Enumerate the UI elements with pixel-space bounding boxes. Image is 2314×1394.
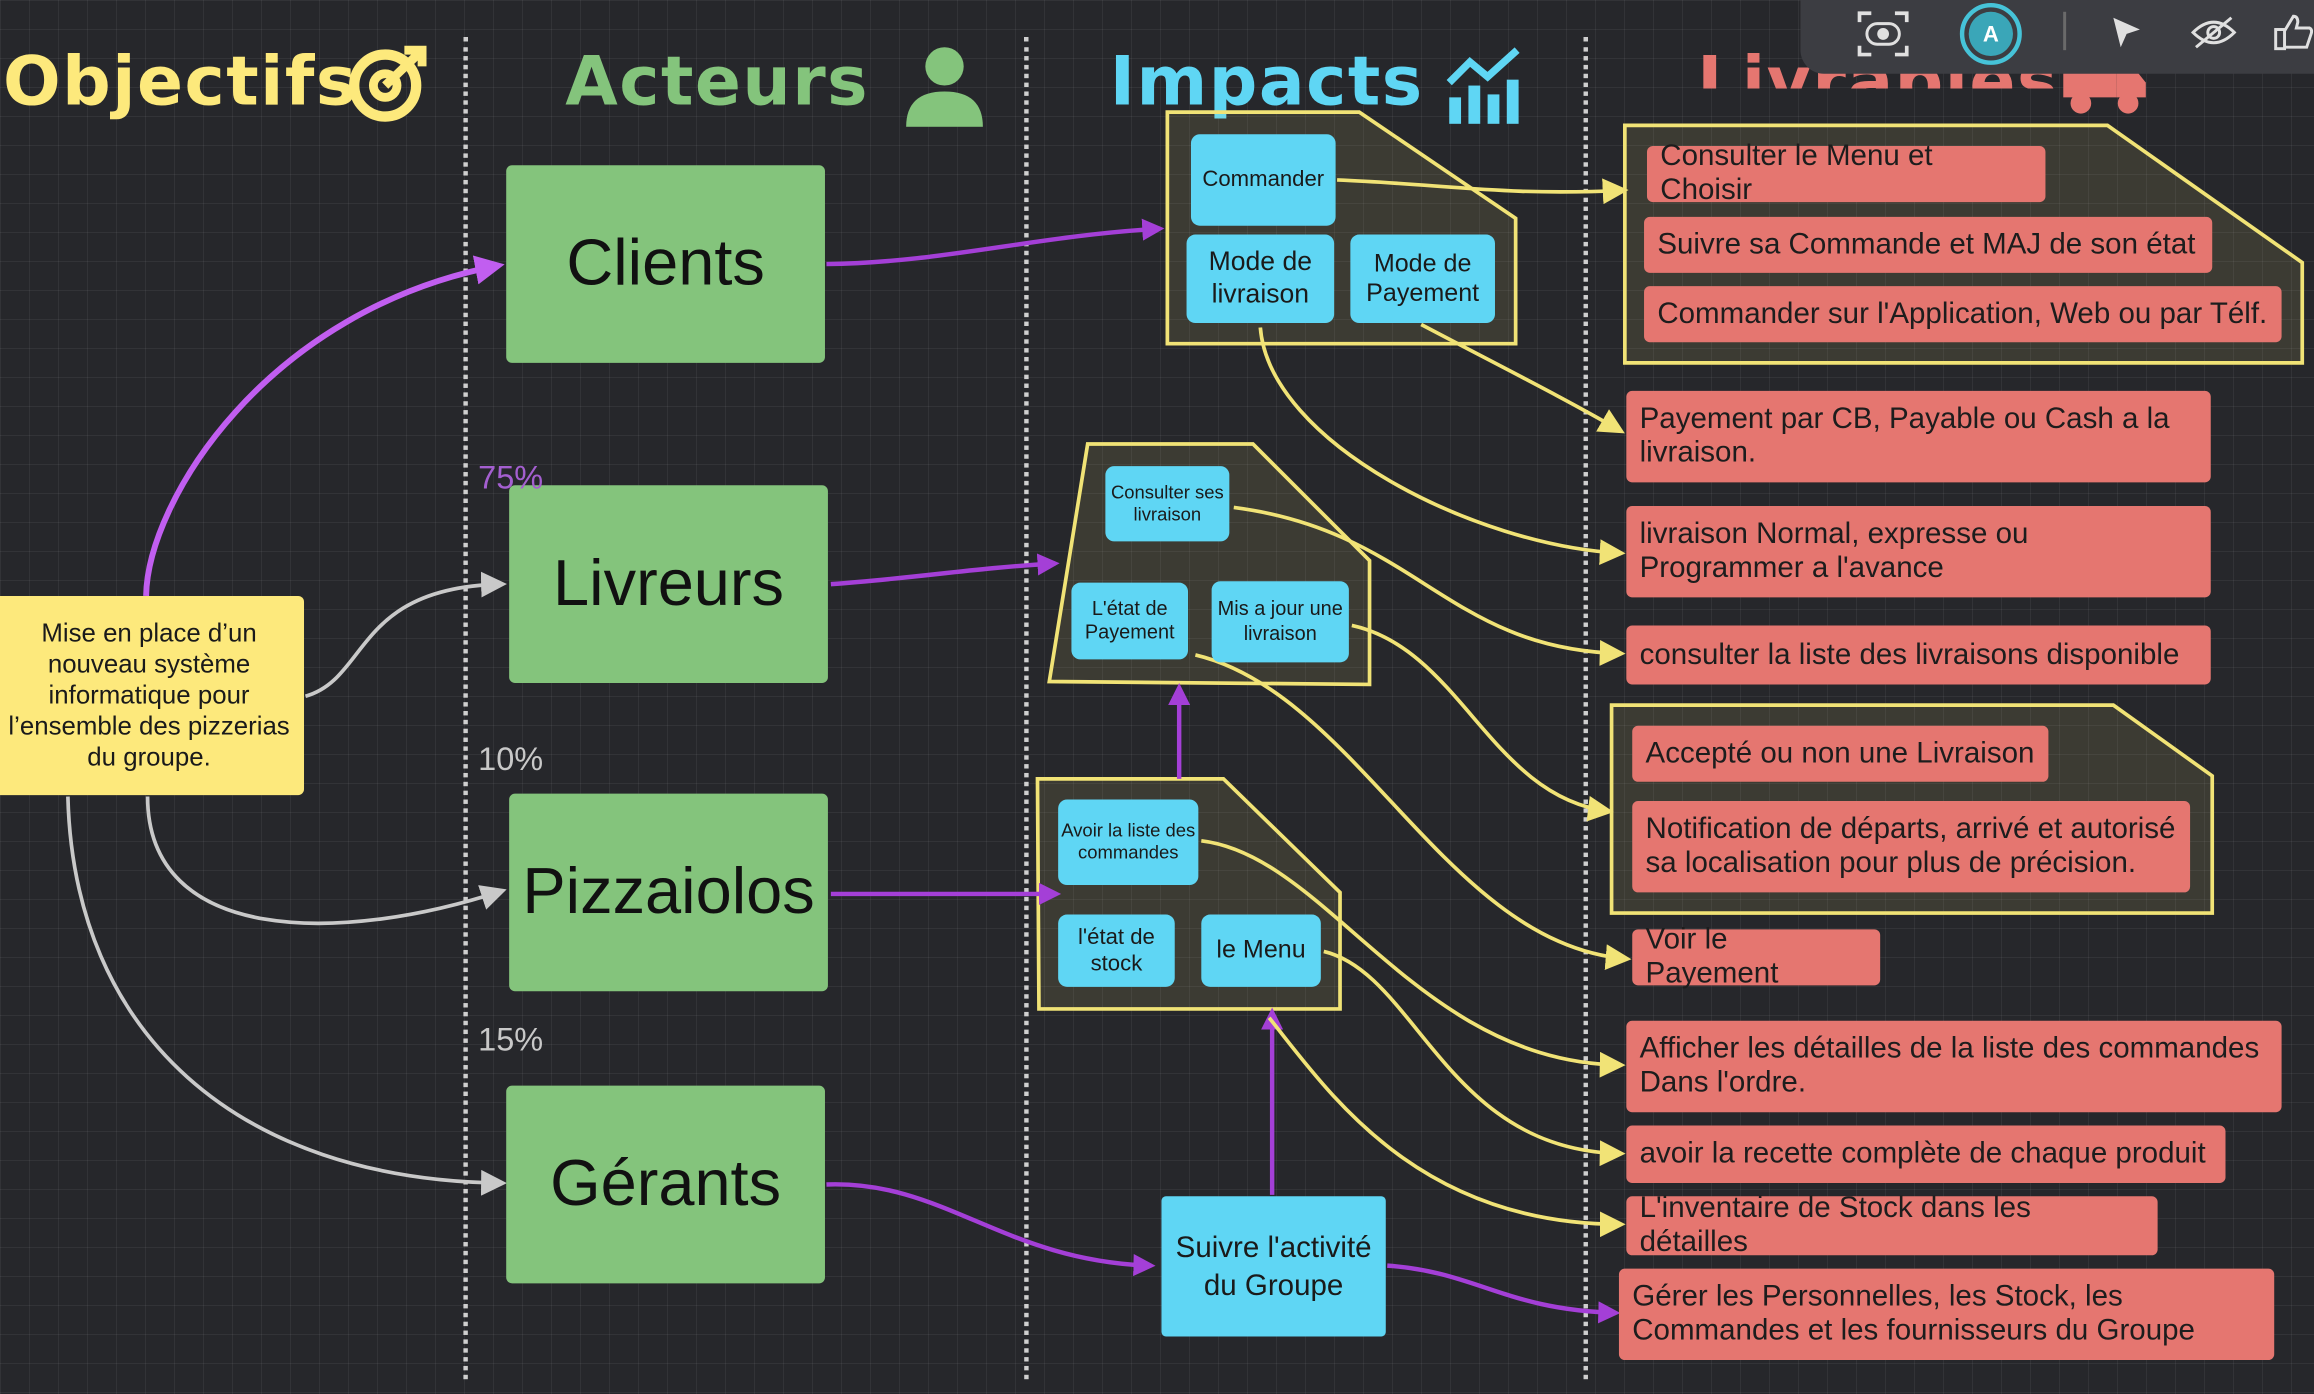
column-divider (1024, 36, 1029, 1380)
pct-pizzaiolos: 10% (478, 740, 544, 778)
pct-gerants: 15% (478, 1020, 544, 1058)
livrable-commander-app[interactable]: Commander sur l'Application, Web ou par … (1644, 286, 2282, 343)
actor-livreurs[interactable]: Livreurs (509, 485, 828, 683)
avatar[interactable]: A (1959, 2, 2022, 65)
header-acteurs: Acteurs (565, 41, 870, 121)
column-divider (1583, 36, 1588, 1380)
actor-clients[interactable]: Clients (506, 165, 825, 363)
livrable-notification[interactable]: Notification de départs, arrivé et autor… (1632, 800, 2191, 893)
livrable-gerer-personnelles[interactable]: Gérer les Personnelles, les Stock, les C… (1618, 1268, 2275, 1361)
impact-mode-livraison[interactable]: Mode de livraison (1186, 234, 1335, 324)
livrable-suivre-commande[interactable]: Suivre sa Commande et MAJ de son état (1644, 216, 2213, 273)
chart-icon (1446, 47, 1520, 124)
goal-note[interactable]: Mise en place d’un nouveau système infor… (0, 595, 305, 796)
impact-commander[interactable]: Commander (1190, 134, 1336, 226)
target-icon (349, 45, 427, 122)
impact-mode-payement[interactable]: Mode de Payement (1350, 234, 1495, 324)
livrable-detailles-commandes[interactable]: Afficher les détailles de la liste des c… (1626, 1020, 2282, 1113)
livrable-livraison-normal[interactable]: livraison Normal, expresse ou Programmer… (1626, 505, 2211, 598)
floating-toolbar: A (1800, 0, 2314, 74)
thumbs-up-icon[interactable] (2273, 12, 2314, 53)
pct-livreurs: 75% (478, 458, 544, 496)
hide-eye-icon[interactable] (2190, 15, 2237, 50)
livrable-voir-payement[interactable]: Voir le Payement (1632, 923, 1881, 990)
user-icon (906, 47, 983, 127)
livrable-inventaire[interactable]: L'inventaire de Stock dans les détailles (1626, 1192, 2158, 1258)
header-objectifs: Objectifs (2, 41, 358, 121)
livrable-accepte-livraison[interactable]: Accepté ou non une Livraison (1632, 725, 2049, 782)
impact-menu[interactable]: le Menu (1201, 914, 1321, 987)
impact-consulter-livraison[interactable]: Consulter ses livraison (1105, 466, 1230, 542)
toolbar-separator (2063, 11, 2067, 51)
actor-gerants[interactable]: Gérants (506, 1085, 825, 1284)
livrable-payement-cb[interactable]: Payement par CB, Payable ou Cash a la li… (1626, 390, 2211, 483)
header-impacts: Impacts (1109, 41, 1424, 121)
actor-pizzaiolos[interactable]: Pizzaiolos (509, 793, 828, 992)
impact-etat-stock[interactable]: l'état de stock (1058, 914, 1175, 987)
livrable-consulter-menu[interactable]: Consulter le Menu et Choisir (1646, 140, 2046, 207)
column-divider (463, 36, 468, 1380)
livrable-liste-livraisons[interactable]: consulter la liste des livraisons dispon… (1626, 625, 2211, 685)
pointer-icon[interactable] (2110, 15, 2142, 50)
impact-liste-commandes[interactable]: Avoir la liste des commandes (1058, 799, 1199, 886)
impact-mise-a-jour-livraison[interactable]: Mis a jour une livraison (1211, 581, 1349, 663)
impact-etat-payement[interactable]: L'état de Payement (1071, 582, 1189, 660)
record-icon[interactable] (1854, 7, 1913, 60)
livrable-recette[interactable]: avoir la recette complète de chaque prod… (1626, 1125, 2226, 1184)
impact-suivre-activite[interactable]: Suivre l'activité du Groupe (1161, 1196, 1386, 1337)
